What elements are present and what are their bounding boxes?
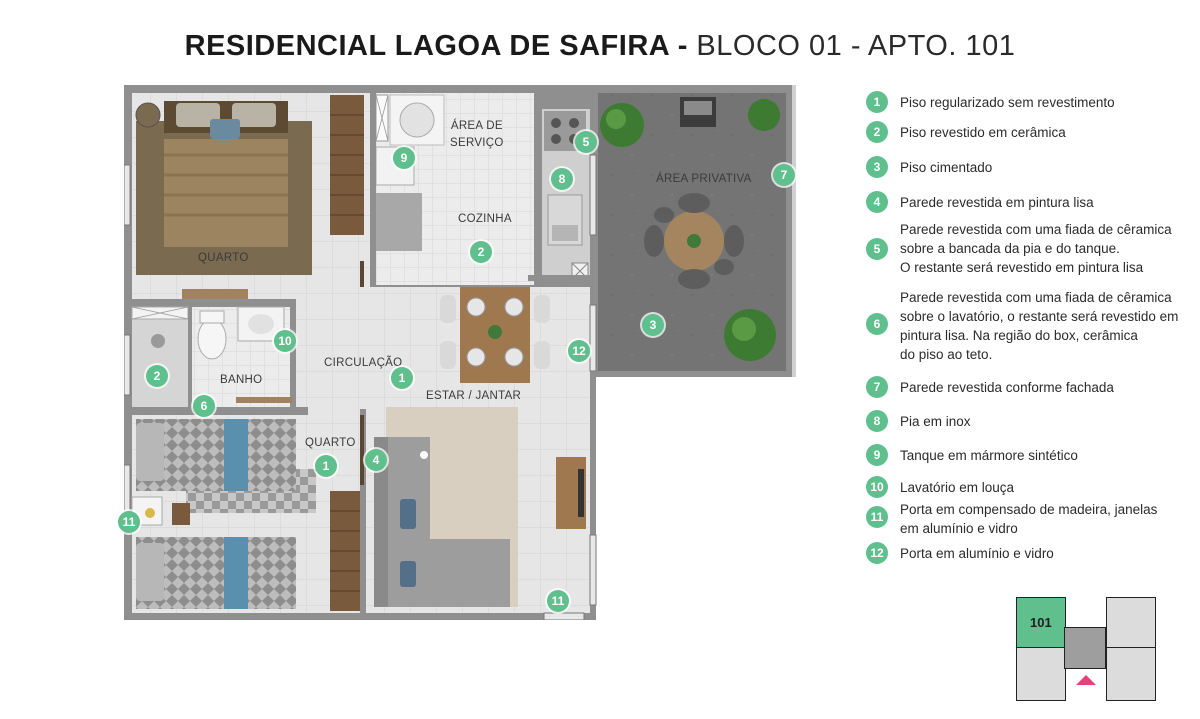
title-light: BLOCO 01 - APTO. 101: [696, 30, 1016, 62]
plan-badge-4: 4: [365, 449, 387, 471]
plan-badge-2: 2: [470, 241, 492, 263]
keymap-unit-label: 101: [1030, 615, 1052, 630]
legend-text: Parede revestida com uma fiada de cêrami…: [900, 222, 1172, 275]
legend-text: Porta em compensado de madeira, janelas …: [900, 502, 1158, 536]
floor-plan: QUARTO ÁREA DE SERVIÇO COZINHA ÁREA PRIV…: [118, 85, 796, 620]
legend-item: 9 Tanque em mármore sintético: [866, 444, 1186, 466]
legend-badge: 8: [866, 410, 888, 432]
legend-text: Lavatório em louça: [900, 480, 1015, 495]
legend-text: Parede revestida com uma fiada de cêrami…: [900, 290, 1179, 362]
plan-badge-3: 3: [642, 314, 664, 336]
room-label-quarto-2: QUARTO: [305, 437, 356, 449]
legend-item: 7 Parede revestida conforme fachada: [866, 376, 1186, 398]
room-label-quarto-1: QUARTO: [198, 252, 249, 264]
room-label-cozinha: COZINHA: [458, 213, 512, 225]
plan-badge-9: 9: [393, 147, 415, 169]
legend-text: Parede revestida conforme fachada: [900, 380, 1114, 395]
plan-badge-6: 6: [193, 395, 215, 417]
legend-badge: 11: [866, 506, 888, 528]
plan-badge-10: 10: [274, 330, 296, 352]
keymap-core: [1064, 627, 1106, 669]
legend-badge: 6: [866, 313, 888, 335]
legend-item: 11 Porta em compensado de madeira, janel…: [866, 498, 1186, 538]
plan-badge-2: 2: [146, 365, 168, 387]
legend-item: 5 Parede revestida com uma fiada de cêra…: [866, 218, 1186, 277]
legend-item: 10 Lavatório em louça: [866, 476, 1186, 498]
room-label-estar-jantar: ESTAR / JANTAR: [426, 390, 522, 402]
legend-item: 4 Parede revestida em pintura lisa: [866, 191, 1186, 213]
keymap-unit: [1016, 647, 1066, 701]
plan-badge-5: 5: [575, 131, 597, 153]
keymap-unit-highlight: [1016, 597, 1066, 649]
plan-badge-1: 1: [315, 455, 337, 477]
legend-badge: 5: [866, 238, 888, 260]
legend-text: Piso cimentado: [900, 160, 993, 175]
keymap-marker-icon: [1076, 675, 1096, 685]
legend-item: 2 Piso revestido em cerâmica: [866, 121, 1186, 143]
legend-text: Parede revestida em pintura lisa: [900, 195, 1094, 210]
legend-text: Pia em inox: [900, 414, 971, 429]
legend-item: 6 Parede revestida com uma fiada de cêra…: [866, 286, 1186, 364]
legend-item: 12 Porta em alumínio e vidro: [866, 542, 1186, 564]
legend-badge: 10: [866, 476, 888, 498]
keymap-unit: [1106, 647, 1156, 701]
page-title: RESIDENCIAL LAGOA DE SAFIRA - BLOCO 01 -…: [0, 30, 1200, 63]
legend-badge: 12: [866, 542, 888, 564]
room-label-circulacao: CIRCULAÇÃO: [324, 357, 403, 369]
plan-badge-8: 8: [551, 168, 573, 190]
plan-badge-11: 11: [118, 511, 140, 533]
legend-item: 8 Pia em inox: [866, 410, 1186, 432]
floor-plan-drawing: [124, 85, 796, 620]
legend-badge: 3: [866, 156, 888, 178]
keymap-unit: [1106, 597, 1156, 649]
legend-badge: 1: [866, 91, 888, 113]
legend-badge: 2: [866, 121, 888, 143]
title-bold: RESIDENCIAL LAGOA DE SAFIRA -: [184, 30, 688, 62]
legend-badge: 4: [866, 191, 888, 213]
plan-badge-12: 12: [568, 340, 590, 362]
plan-badge-11: 11: [547, 590, 569, 612]
legend-text: Tanque em mármore sintético: [900, 448, 1078, 463]
legend-text: Porta em alumínio e vidro: [900, 546, 1054, 561]
room-label-banho: BANHO: [220, 374, 263, 386]
room-label-area-servico: ÁREA DE SERVIÇO: [450, 120, 504, 149]
room-label-area-privativa: ÁREA PRIVATIVA: [656, 173, 752, 185]
plan-badge-1: 1: [391, 367, 413, 389]
plan-badge-7: 7: [773, 164, 795, 186]
legend-badge: 9: [866, 444, 888, 466]
building-key-map: 101: [1016, 597, 1156, 701]
legend-item: 3 Piso cimentado: [866, 156, 1186, 178]
legend-text: Piso revestido em cerâmica: [900, 125, 1066, 140]
legend-text: Piso regularizado sem revestimento: [900, 95, 1115, 110]
legend-item: 1 Piso regularizado sem revestimento: [866, 91, 1186, 113]
legend-badge: 7: [866, 376, 888, 398]
